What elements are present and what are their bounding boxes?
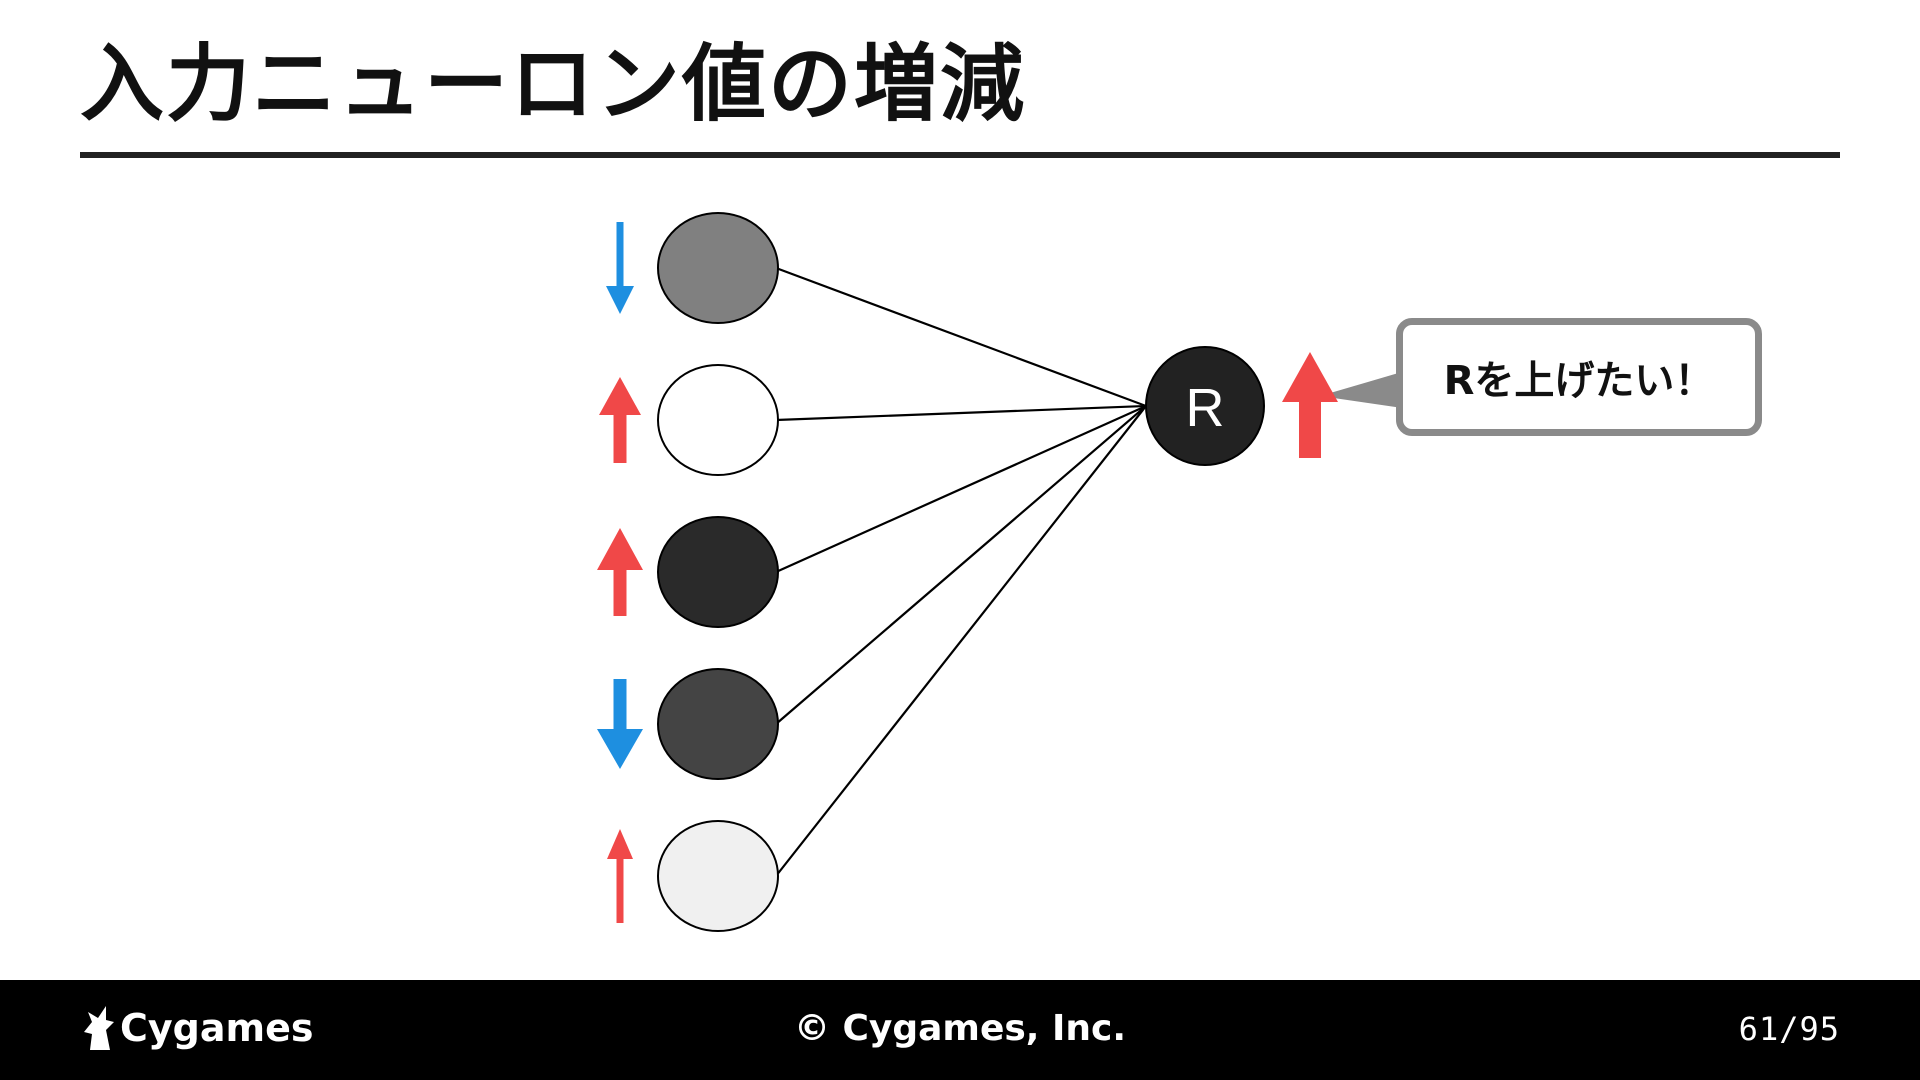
connection-line	[775, 266, 1147, 408]
output-up-arrow-icon	[1282, 352, 1338, 458]
footer-bar: Cygames © Cygames, Inc. 61/95	[0, 980, 1920, 1080]
callout-text: Rを上げたい！	[1443, 358, 1715, 404]
input-arrows	[597, 222, 643, 923]
cygames-mascot-icon	[84, 1006, 114, 1050]
output-neuron-label: R	[1186, 378, 1225, 438]
input-neuron	[657, 516, 779, 628]
down-arrow-icon	[597, 679, 643, 769]
connection-line	[775, 405, 1147, 877]
connection-line	[775, 404, 1147, 574]
copyright-text: © Cygames, Inc.	[793, 1008, 1127, 1049]
up-arrow-icon	[607, 829, 633, 923]
neuron-diagram: R	[597, 212, 1402, 932]
connection-line	[775, 405, 1147, 725]
input-neuron	[657, 364, 779, 476]
input-neuron	[657, 820, 779, 932]
slide-title: 入力ニューロン値の増減	[80, 35, 1027, 133]
page-number: 61/95	[1738, 1010, 1840, 1048]
up-arrow-icon	[599, 377, 641, 463]
connections	[775, 266, 1147, 877]
input-neuron	[657, 668, 779, 780]
input-neuron	[657, 212, 779, 324]
input-neurons	[657, 212, 779, 932]
down-arrow-icon	[606, 222, 634, 314]
brand-name: Cygames	[120, 1006, 314, 1050]
callout-pointer	[1320, 372, 1402, 408]
connection-line	[775, 404, 1147, 422]
output-neuron	[1145, 346, 1265, 466]
title-underline	[80, 152, 1840, 158]
brand-logo: Cygames	[80, 1004, 314, 1052]
up-arrow-icon	[597, 528, 643, 616]
speech-callout: Rを上げたい！	[1396, 318, 1762, 436]
